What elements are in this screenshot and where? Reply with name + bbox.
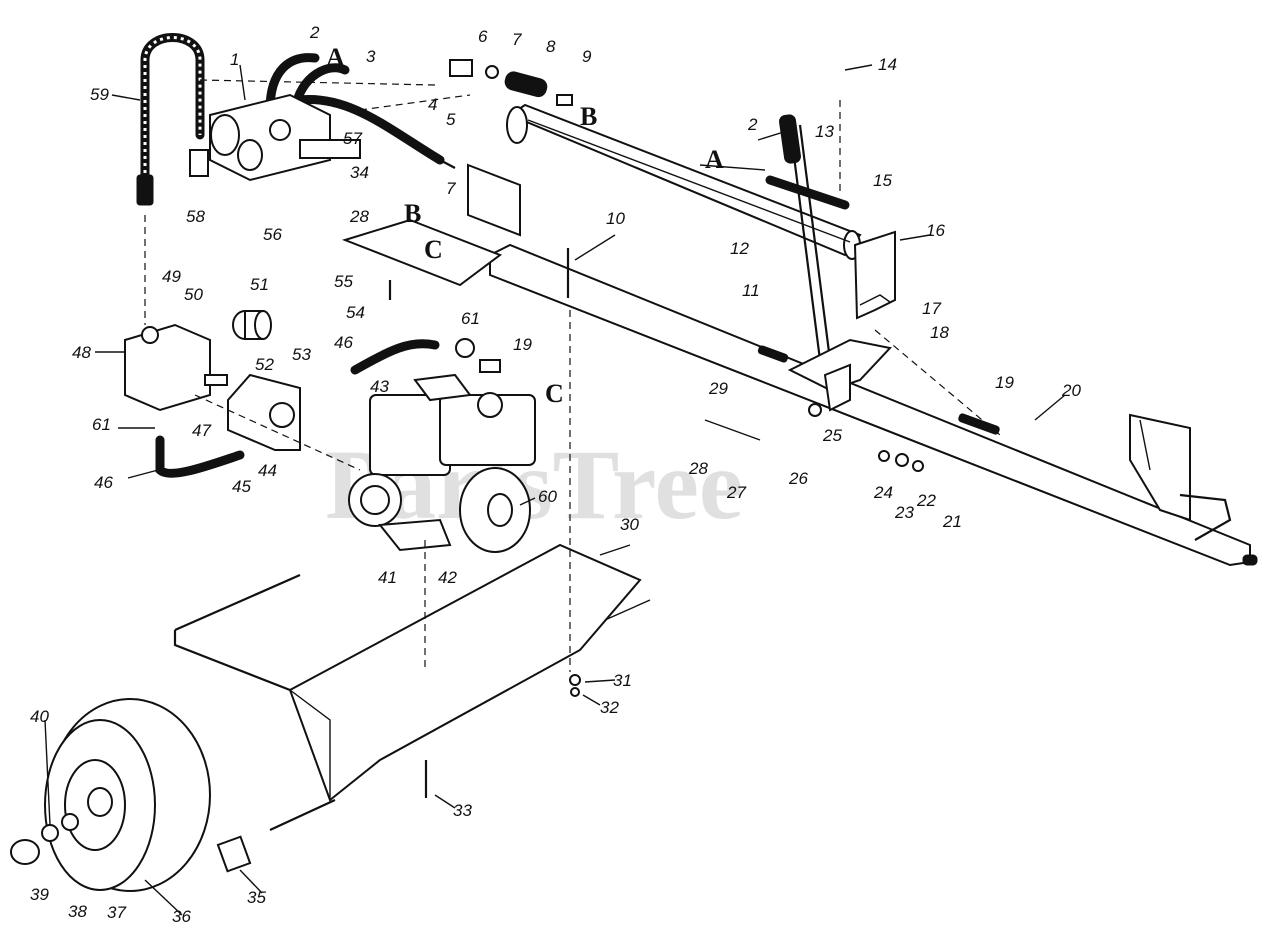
- valve-handle: [779, 114, 832, 361]
- callout-24: 24: [873, 483, 893, 502]
- callout-5: 5: [446, 110, 456, 129]
- spacer-35: [216, 835, 252, 873]
- callout-18: 18: [930, 323, 949, 342]
- hose-fittings: [449, 59, 573, 106]
- callout-28-plate: 28: [349, 207, 369, 226]
- callout-25: 25: [822, 426, 842, 445]
- callout-53: 53: [292, 345, 311, 364]
- callout-22: 22: [916, 491, 936, 510]
- callout-16: 16: [926, 221, 945, 240]
- callout-14: 14: [878, 55, 897, 74]
- callout-42: 42: [438, 568, 457, 587]
- marker-C-plate: C: [424, 235, 443, 264]
- callout-46-lower: 46: [94, 473, 113, 492]
- callout-7-upper: 7: [512, 30, 522, 49]
- callout-11: 11: [742, 281, 760, 300]
- callout-46-upper: 46: [334, 333, 353, 352]
- control-valve: [189, 93, 361, 182]
- callout-27: 27: [726, 483, 746, 502]
- callout-35: 35: [247, 888, 266, 907]
- callout-45: 45: [232, 477, 251, 496]
- leader-lines: [44, 64, 1066, 916]
- callout-28-beam: 28: [688, 459, 708, 478]
- callout-12: 12: [730, 239, 749, 258]
- pump-bracket: [227, 373, 301, 451]
- callout-20: 20: [1061, 381, 1081, 400]
- callout-40: 40: [30, 707, 49, 726]
- callout-50: 50: [184, 285, 203, 304]
- callout-55: 55: [334, 272, 353, 291]
- callout-7-lower: 7: [446, 179, 456, 198]
- callout-44: 44: [258, 461, 277, 480]
- marker-A-valve: A: [326, 43, 345, 72]
- marker-C-engine: C: [545, 379, 564, 408]
- main-beam: [489, 243, 1258, 567]
- callout-21: 21: [942, 512, 962, 531]
- callout-19-engine: 19: [513, 335, 532, 354]
- callout-17: 17: [922, 299, 941, 318]
- callout-57: 57: [343, 129, 362, 148]
- callout-23: 23: [894, 503, 914, 522]
- callout-38: 38: [68, 902, 87, 921]
- callout-9: 9: [582, 47, 592, 66]
- callout-52: 52: [255, 355, 274, 374]
- marker-B-fitting: B: [580, 102, 597, 131]
- callout-48: 48: [72, 343, 91, 362]
- callout-33: 33: [453, 801, 472, 820]
- callout-1: 1: [230, 50, 239, 69]
- alignment-lines: [144, 79, 1001, 672]
- callout-37: 37: [107, 903, 126, 922]
- callout-4: 4: [428, 95, 437, 114]
- callout-30: 30: [620, 515, 639, 534]
- callout-47: 47: [192, 421, 211, 440]
- callout-labels: 1 2 3 4 5 6 7 8 9 7 10 11 12 2 13 14 15 …: [30, 23, 1081, 926]
- callout-2-valve: 2: [309, 23, 320, 42]
- callout-56: 56: [263, 225, 282, 244]
- axle-frame: [173, 543, 651, 831]
- callout-51: 51: [250, 275, 269, 294]
- callout-10: 10: [606, 209, 625, 228]
- callout-36: 36: [172, 907, 191, 926]
- callout-13: 13: [815, 122, 834, 141]
- callout-2-cylinder: 2: [747, 115, 758, 134]
- handle-bracket: [787, 338, 892, 412]
- callout-54: 54: [346, 303, 365, 322]
- callout-15: 15: [873, 171, 892, 190]
- pressure-hose: [136, 33, 205, 206]
- callout-8: 8: [546, 37, 556, 56]
- callout-29: 29: [708, 379, 728, 398]
- hydraulic-pump: [124, 323, 228, 412]
- callout-32: 32: [600, 698, 619, 717]
- callout-61-lower: 61: [92, 415, 111, 434]
- callout-19-beam: 19: [995, 373, 1014, 392]
- callout-59: 59: [90, 85, 109, 104]
- callout-6: 6: [478, 27, 488, 46]
- shaft-coupling: [232, 310, 272, 340]
- wheel-assembly: [10, 698, 211, 892]
- hardware: [388, 248, 1000, 798]
- callout-58: 58: [186, 207, 205, 226]
- callout-39: 39: [30, 885, 49, 904]
- callout-34: 34: [350, 163, 369, 182]
- wedge: [1129, 413, 1232, 541]
- suction-hose-lower: [155, 435, 245, 478]
- engine: [348, 373, 536, 553]
- callout-26: 26: [788, 469, 808, 488]
- callout-49: 49: [162, 267, 181, 286]
- suction-hose-upper: [350, 339, 440, 375]
- hydraulic-cylinder: [506, 103, 862, 260]
- valve-mount-plate: [341, 163, 521, 287]
- callout-60: 60: [538, 487, 557, 506]
- callout-41: 41: [378, 568, 397, 587]
- callout-31: 31: [613, 671, 632, 690]
- callout-3: 3: [366, 47, 376, 66]
- callout-61-upper: 61: [461, 309, 480, 328]
- return-hose: [765, 175, 850, 210]
- marker-A-cylinder: A: [705, 145, 724, 174]
- plate-16: [853, 230, 896, 320]
- callout-43: 43: [370, 377, 389, 396]
- marker-B-plate: B: [404, 199, 421, 228]
